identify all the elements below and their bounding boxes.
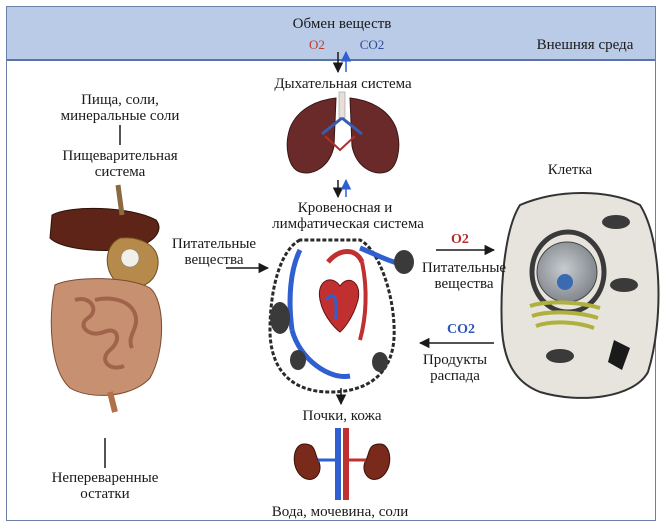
circulatory-label-line2: лимфатическая система: [248, 216, 448, 232]
nutrients-in-line2: вещества: [168, 252, 260, 268]
metabolism-title: Обмен веществ: [272, 16, 412, 32]
undigested-label-line2: остатки: [30, 486, 180, 502]
food-label-line1: Пища, соли,: [40, 92, 200, 108]
header-co2-label: CO2: [352, 37, 392, 53]
cell-illustration: [502, 193, 659, 398]
decay-products-line2: распада: [410, 368, 500, 384]
cell-nutrients-line2: вещества: [416, 276, 512, 292]
nutrients-in-line1: Питательные: [168, 236, 260, 252]
cell-co2-label: CO2: [436, 322, 486, 338]
lungs-illustration: [287, 92, 399, 173]
excreted-label: Вода, мочевина, соли: [240, 504, 440, 520]
kidneys-skin-label: Почки, кожа: [272, 408, 412, 424]
header-o2-label: O2: [304, 37, 330, 53]
external-environment-label: Внешняя среда: [520, 37, 650, 53]
respiratory-system-label: Дыхательная система: [248, 76, 438, 92]
kidneys-illustration: [294, 428, 390, 500]
circulatory-label-line1: Кровеносная и: [260, 200, 430, 216]
digestive-label-line1: Пищеварительная: [40, 148, 200, 164]
digestive-label-line2: система: [40, 164, 200, 180]
circulatory-system-illustration: [270, 240, 414, 392]
decay-products-line1: Продукты: [410, 352, 500, 368]
cell-nutrients-line1: Питательные: [416, 260, 512, 276]
undigested-label-line1: Непереваренные: [30, 470, 180, 486]
cell-o2-label: O2: [440, 232, 480, 248]
digestive-system-illustration: [50, 185, 162, 412]
food-label-line2: минеральные соли: [40, 108, 200, 124]
cell-label: Клетка: [530, 162, 610, 178]
